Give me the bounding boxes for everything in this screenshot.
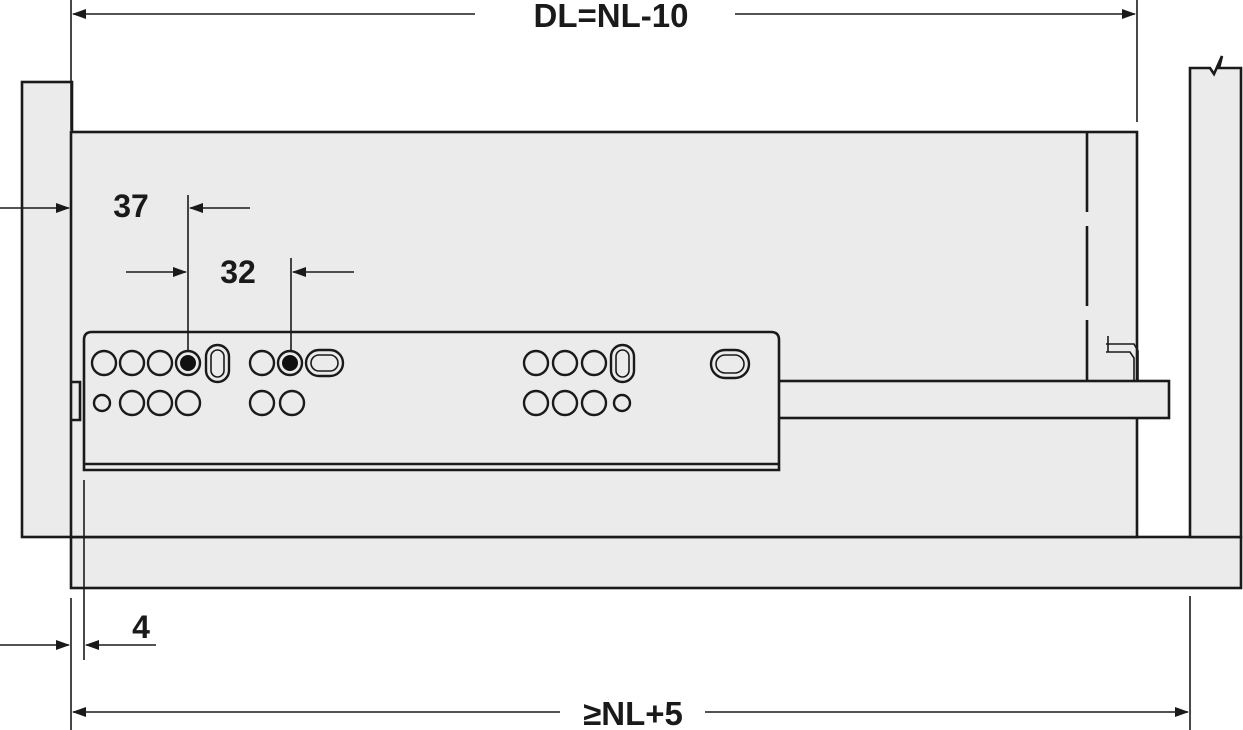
carcase: [20, 55, 1243, 590]
hole-group-middle: [248, 348, 345, 417]
mounting-hole: [278, 389, 306, 417]
label-cabinet-depth: ≥NL+5: [583, 695, 683, 730]
mounting-hole: [174, 389, 202, 417]
slot-horizontal-rear-inner: [715, 354, 745, 374]
slot-vertical-inner: [210, 349, 225, 378]
mounting-hole: [551, 349, 579, 377]
hole-group-front: [90, 343, 231, 417]
pilot-hole: [92, 393, 112, 413]
mounting-hole: [118, 349, 146, 377]
mounting-hole: [248, 389, 276, 417]
runner-front-stub: [71, 380, 82, 422]
cabinet-bottom-panel: [69, 535, 1243, 590]
runner-rail: [776, 379, 1171, 420]
pilot-hole: [612, 393, 632, 413]
dimension-setback: 4: [0, 480, 156, 660]
dimension-drawer-length: DL=NL-10: [70, 0, 1138, 130]
mounting-hole: [580, 389, 608, 417]
label-setback: 4: [132, 609, 150, 645]
rear-bracket: [1106, 336, 1139, 380]
screw-position-marker: [180, 355, 196, 371]
mounting-hole: [248, 349, 276, 377]
mounting-hole: [146, 389, 174, 417]
mounting-hole: [522, 389, 550, 417]
mounting-hole: [146, 349, 174, 377]
dimension-hole-spacing: 32: [126, 254, 354, 350]
dimension-cabinet-depth: ≥NL+5: [70, 596, 1191, 730]
mounting-hole: [118, 389, 146, 417]
dimension-front-offset: 37: [0, 188, 250, 350]
hole-group-rear: [522, 343, 636, 417]
slot-horizontal-inner: [310, 354, 339, 372]
slot-vertical-inner: [615, 349, 630, 378]
label-hole-spacing: 32: [220, 254, 256, 290]
mounting-hole: [580, 349, 608, 377]
mounting-hole: [522, 349, 550, 377]
cabinet-back-panel: [1188, 55, 1243, 539]
mounting-hole: [551, 389, 579, 417]
screw-position-marker: [282, 355, 298, 371]
label-drawer-length: DL=NL-10: [534, 0, 689, 34]
label-front-offset: 37: [113, 188, 149, 224]
drawer-front-panel: [20, 80, 74, 539]
runner: [71, 330, 1171, 472]
mounting-hole: [90, 349, 118, 377]
